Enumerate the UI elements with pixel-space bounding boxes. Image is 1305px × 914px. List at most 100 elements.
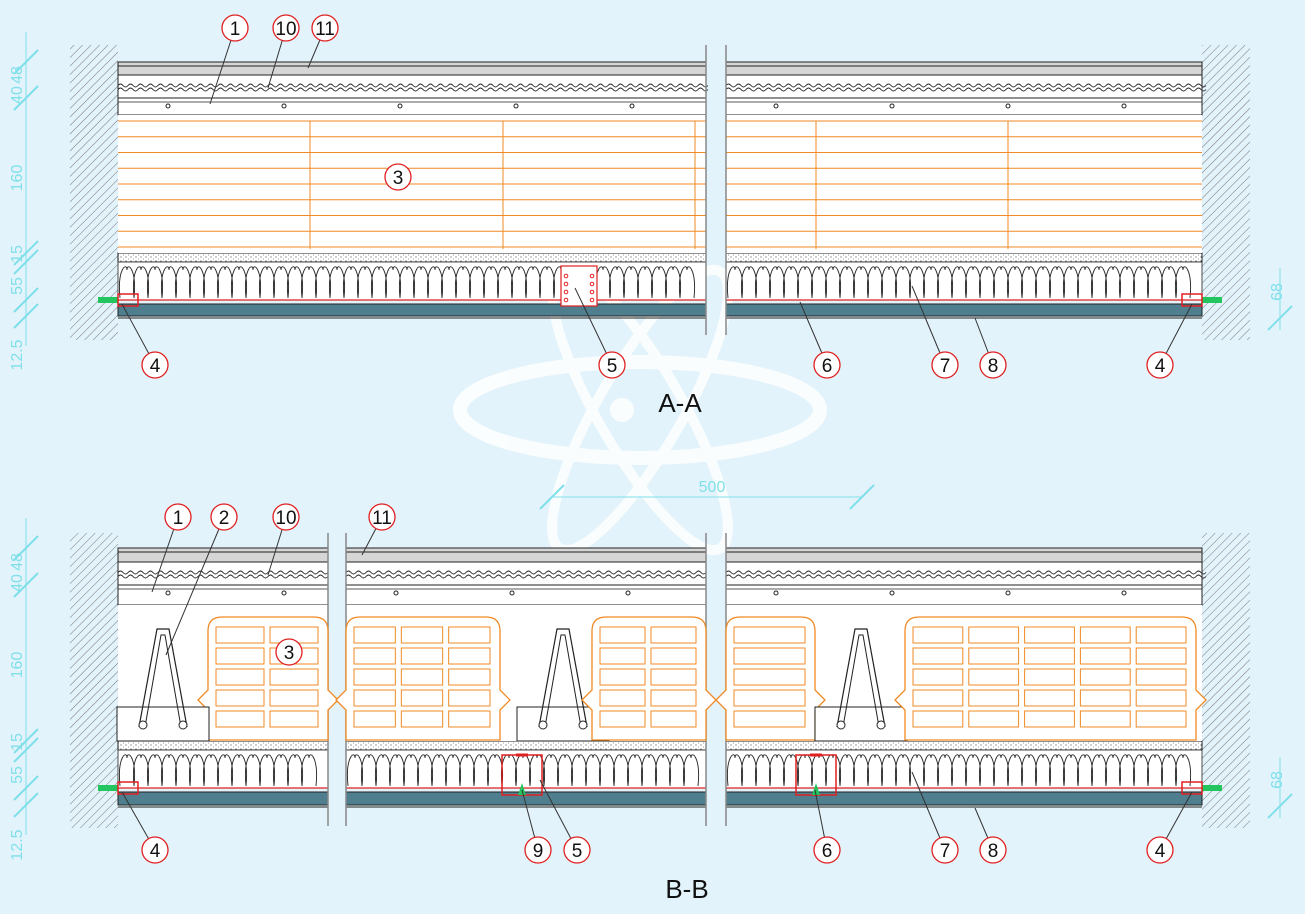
b-span-0-fastener [281,590,287,596]
b-span-2-fastener [1005,590,1011,596]
connector-hole [589,273,595,279]
callout-circle [275,638,303,666]
anchor-bracket [117,781,139,795]
wall-anchor [98,297,118,303]
a-span-0-floor-board [117,61,707,76]
block-cell [448,689,491,707]
block-cell [215,668,265,686]
callout-label: 7 [940,356,951,377]
dimension-label: 68 [1269,771,1286,789]
dimension-label: 160 [9,165,26,192]
dimension-label: 40 [9,574,26,592]
block-cell [1079,668,1131,686]
block-cell [733,647,806,665]
callout-circle [979,351,1007,379]
block-cell [599,647,646,665]
block-cell [448,626,491,644]
callout-label: 3 [284,643,295,664]
a-span-1-impact-wave [725,87,1207,92]
callout-leader [165,516,225,656]
block-cell [650,710,697,728]
block-cell [599,710,646,728]
dimension-tick [13,535,39,561]
truss-bar [178,720,188,730]
block-cell [1024,668,1075,686]
block-cell [448,710,491,728]
hollow-block [197,616,339,741]
block-cell [912,668,964,686]
anchor-bracket [1181,293,1203,307]
joist-base [814,706,908,742]
connector-hole [563,289,569,295]
truss-bar [578,720,588,730]
b-span-1-wool-pattern [346,754,700,787]
connector-hole [563,281,569,287]
block-cell [400,710,444,728]
b-span-2-impact-wave [725,570,1207,575]
dimension-tick [13,287,39,313]
truss-bar [836,720,846,730]
callout-label: 4 [1155,356,1166,377]
callout-circle [598,351,626,379]
block-cell [650,668,697,686]
dimension-label: 55 [9,277,26,295]
b-span-2-fastener [773,590,779,596]
block-cell [733,710,806,728]
b-span-1-fill-layer [345,740,707,751]
block-cell [599,689,646,707]
callout-circle [813,836,841,864]
b-span-0-wool-pattern [118,754,318,787]
block-cell [1135,710,1187,728]
a-span-0-fill-layer [117,252,707,263]
dimension-tick [13,572,39,598]
callout-label: 5 [607,356,618,377]
left-wall [70,45,118,340]
truss-inner [544,634,582,728]
block-cell [912,710,964,728]
block-cell [599,668,646,686]
block-cell [215,710,265,728]
callout-circle [141,351,169,379]
b-span-0-floor-board [117,547,329,563]
b-span-0-screed [117,584,329,606]
callout-label: 3 [393,168,404,189]
dimension-tick [13,240,39,266]
callout-circle [524,836,552,864]
truss-inner [144,634,182,728]
truss-outline [138,628,188,728]
b-span-0-impact-wave [117,570,329,575]
span-dimension-label: 500 [699,479,726,496]
b-span-1-fastener [509,590,515,596]
callout-label: 4 [1155,841,1166,862]
block-cell [400,668,444,686]
b-span-2-fastener [1121,590,1127,596]
callout-circle [272,14,300,42]
connector-hole [563,273,569,279]
block-cell [650,647,697,665]
joist-base [116,706,210,742]
block-cell [733,626,806,644]
a-span-0-impact-wave [117,83,709,88]
a-span-0-impact-wave [117,87,709,92]
block-cell [1135,626,1187,644]
b-span-0-impact-wave [117,574,329,579]
a-span-1-fastener [773,103,779,109]
callout-circle [563,836,591,864]
callout-label: 9 [533,841,544,862]
block-cell [448,668,491,686]
block-cell [968,710,1020,728]
callout-circle [311,14,339,42]
truss-bar [538,720,548,730]
block-cell [353,626,396,644]
dimension-label: 15 [9,733,26,751]
span-dimension: 500 [539,479,875,510]
dimension-tick [13,737,39,763]
right-wall [1202,533,1250,828]
left-wall [70,533,118,828]
block-cell [1079,626,1131,644]
block-cell [733,668,806,686]
block-cell [1024,626,1075,644]
